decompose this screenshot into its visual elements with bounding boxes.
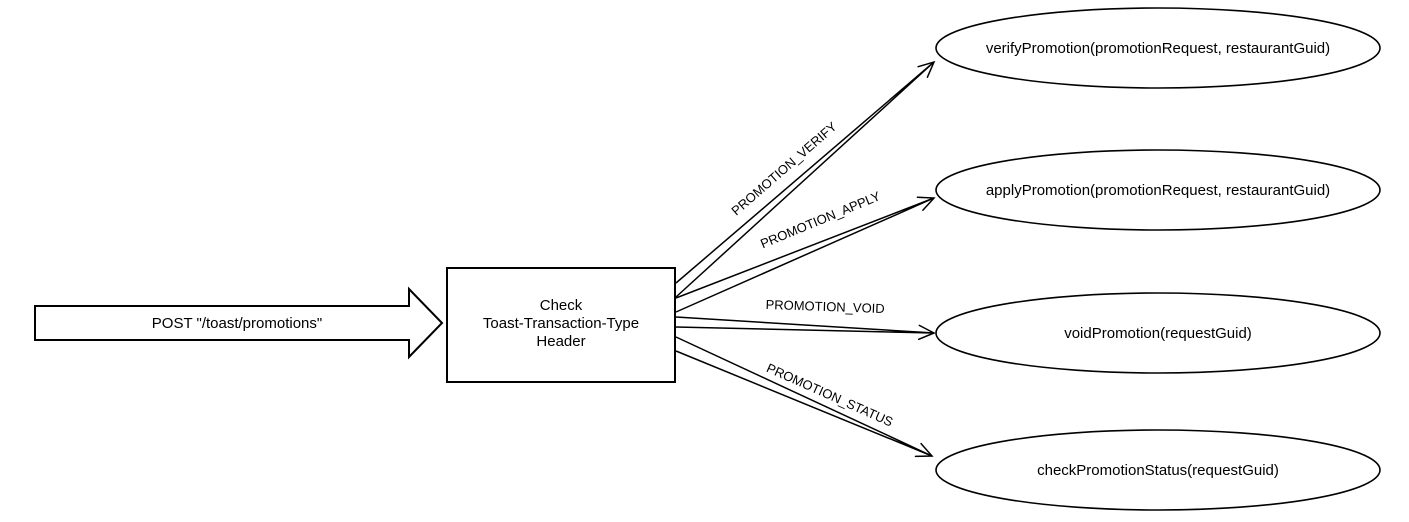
decision-box-label-line-3: Header xyxy=(536,333,585,350)
branch-connector-promotion-status: PROMOTION_STATUS xyxy=(675,336,934,458)
handler-label-void-promotion: voidPromotion(requestGuid) xyxy=(1064,325,1252,342)
branch-connector-promotion-void: PROMOTION_VOID xyxy=(675,297,936,341)
handler-label-verify-promotion: verifyPromotion(promotionRequest, restau… xyxy=(986,40,1330,57)
handler-node-apply-promotion: applyPromotion(promotionRequest, restaur… xyxy=(935,149,1381,231)
connector-line xyxy=(675,336,933,457)
handler-ellipse xyxy=(935,429,1381,511)
handler-node-check-promotion-status: checkPromotionStatus(requestGuid) xyxy=(935,429,1381,511)
branch-connector-promotion-verify: PROMOTION_VERIFY xyxy=(675,60,936,298)
arrowhead-icon xyxy=(917,324,936,341)
handler-ellipse xyxy=(935,149,1381,231)
connector-line xyxy=(675,197,935,313)
arrowhead-icon xyxy=(916,196,936,211)
decision-box xyxy=(446,267,676,383)
connector-line xyxy=(675,316,935,334)
handler-label-check-promotion-status: checkPromotionStatus(requestGuid) xyxy=(1037,462,1279,479)
handler-ellipse xyxy=(935,292,1381,374)
arrowhead-icon xyxy=(914,442,934,458)
handler-ellipse xyxy=(935,7,1381,89)
post-request-label: POST "/toast/promotions" xyxy=(152,315,322,332)
handler-label-apply-promotion: applyPromotion(promotionRequest, restaur… xyxy=(986,182,1330,199)
arrowhead-icon xyxy=(917,60,936,78)
decision-box-label-line-1: Check xyxy=(540,297,583,314)
decision-box-node: Check Toast-Transaction-Type Header xyxy=(446,267,676,383)
branch-label-promotion-verify: PROMOTION_VERIFY xyxy=(728,119,839,219)
decision-box-label-line-2: Toast-Transaction-Type xyxy=(483,315,639,332)
handler-node-verify-promotion: verifyPromotion(promotionRequest, restau… xyxy=(935,7,1381,89)
handler-node-void-promotion: voidPromotion(requestGuid) xyxy=(935,292,1381,374)
post-request-block-arrow xyxy=(34,286,444,360)
post-request-node: POST "/toast/promotions" xyxy=(34,286,444,360)
branch-label-promotion-void: PROMOTION_VOID xyxy=(765,297,885,316)
connector-line xyxy=(675,61,935,298)
